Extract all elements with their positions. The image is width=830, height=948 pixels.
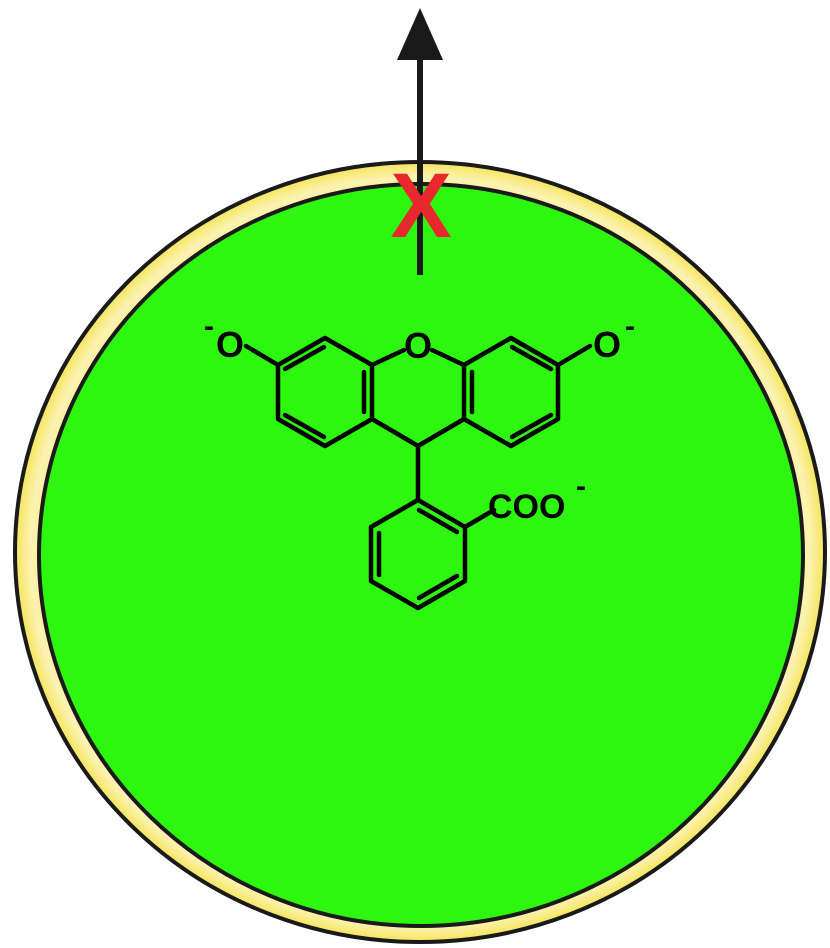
carboxylate-label: COO: [488, 488, 565, 526]
cell-interior: [37, 182, 805, 928]
right-oxygen-label: O: [593, 324, 621, 365]
left-oxygen-label: O: [216, 324, 244, 365]
benzoate-ring: [368, 497, 497, 611]
central-ring: [369, 347, 467, 449]
x-mark-icon: X: [390, 155, 451, 257]
right-charge-label: -: [625, 310, 635, 343]
arrow-up-icon: [397, 8, 443, 275]
left-charge-label: -: [204, 310, 214, 343]
ring-oxygen-label: O: [404, 325, 432, 366]
carboxylate-charge-label: -: [576, 470, 586, 503]
fluorescein-molecule: O O - O - COO -: [204, 310, 635, 611]
